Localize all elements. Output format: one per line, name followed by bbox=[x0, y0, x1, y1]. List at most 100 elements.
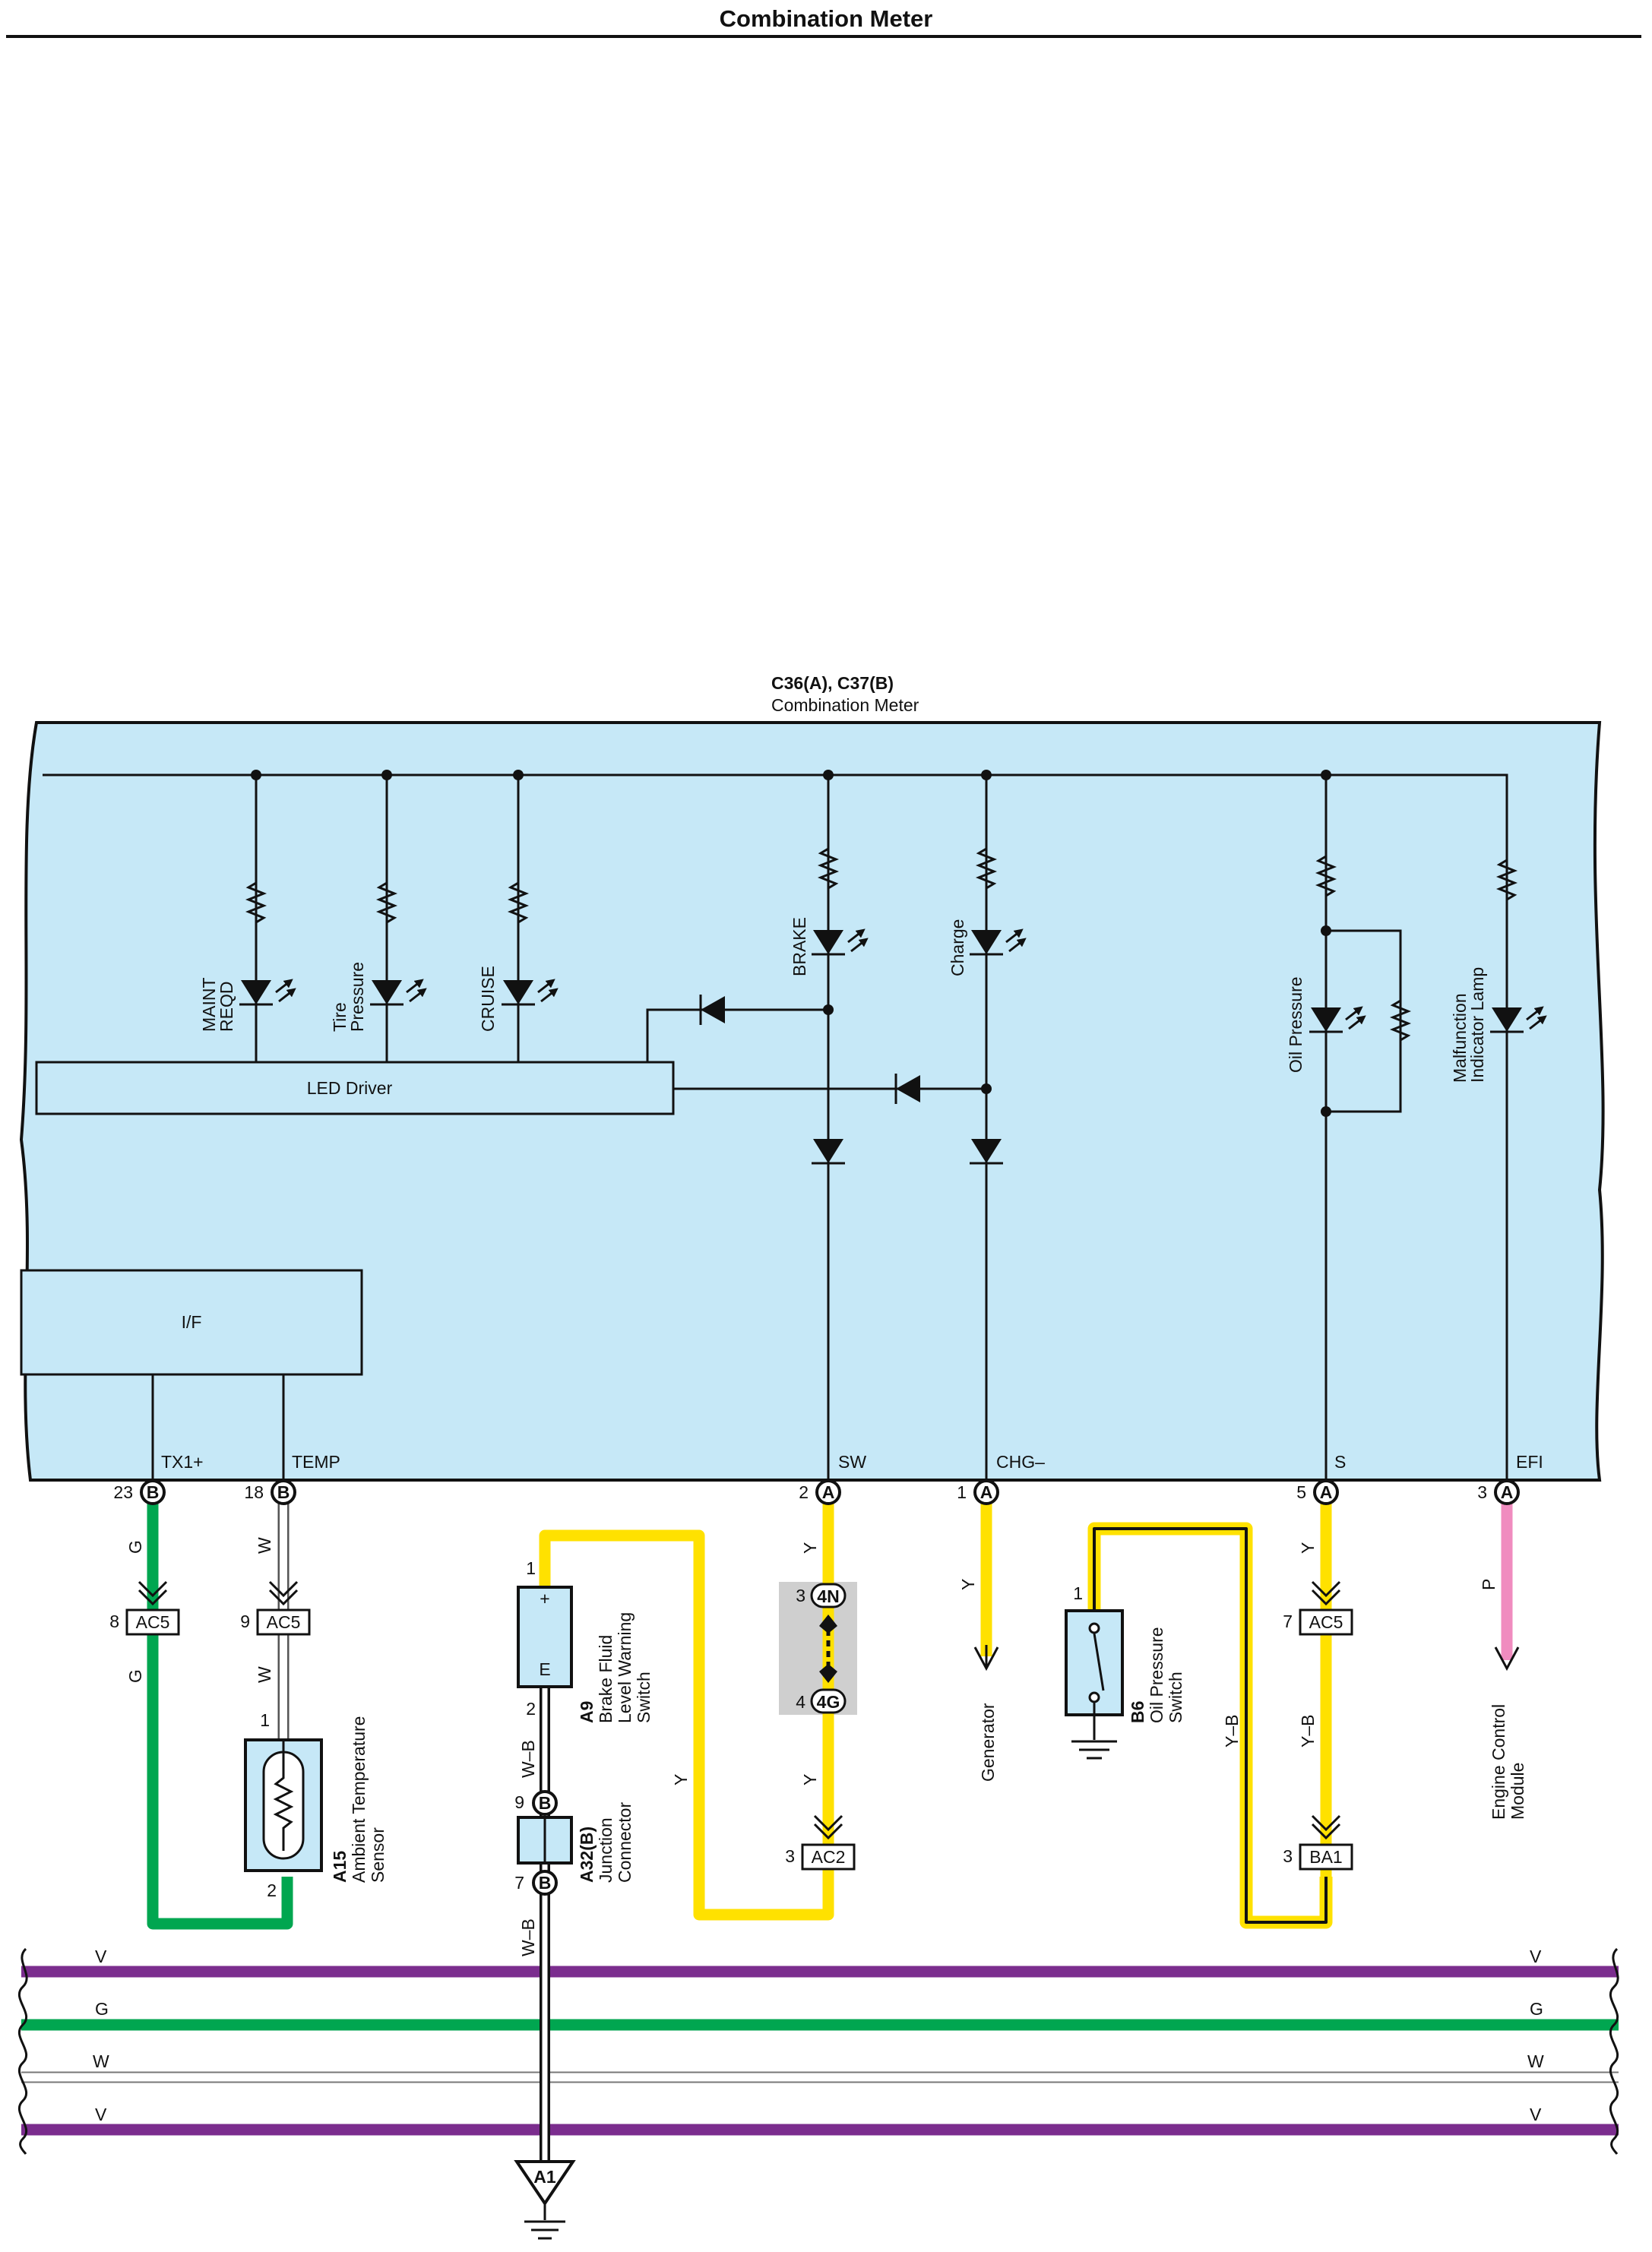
diode-icon bbox=[812, 1139, 845, 1165]
brake-led-icon bbox=[812, 928, 869, 956]
svg-text:3: 3 bbox=[785, 1846, 795, 1866]
svg-text:4: 4 bbox=[796, 1692, 805, 1712]
svg-text:A: A bbox=[1501, 1482, 1514, 1502]
svg-text:9: 9 bbox=[514, 1792, 524, 1812]
oil-led-icon bbox=[1309, 1006, 1366, 1033]
wire-label: W bbox=[255, 1537, 274, 1554]
diode-icon bbox=[970, 1139, 1003, 1165]
junction-dot bbox=[1321, 770, 1331, 780]
maint-label-2: REQD bbox=[217, 982, 236, 1032]
svg-text:Oil Pressure: Oil Pressure bbox=[1147, 1627, 1166, 1723]
junction-dot bbox=[823, 1004, 834, 1015]
svg-text:1: 1 bbox=[957, 1482, 967, 1502]
diode-icon bbox=[894, 1074, 920, 1104]
svg-text:BA1: BA1 bbox=[1309, 1847, 1342, 1867]
tire-led-icon bbox=[370, 979, 427, 1006]
charge-led-icon bbox=[970, 928, 1027, 956]
generator-label: Generator bbox=[978, 1703, 998, 1782]
svg-text:A: A bbox=[1320, 1482, 1333, 1502]
led-driver-label: LED Driver bbox=[307, 1078, 393, 1098]
svg-text:2: 2 bbox=[526, 1699, 536, 1719]
svg-text:5: 5 bbox=[1296, 1482, 1306, 1502]
svg-text:AC5: AC5 bbox=[136, 1612, 170, 1632]
break-mark-left bbox=[17, 1947, 28, 2155]
junction-dot bbox=[251, 770, 261, 780]
svg-text:1: 1 bbox=[1073, 1583, 1083, 1603]
wire-label: Y bbox=[671, 1774, 691, 1785]
terminal-temp: TEMP bbox=[292, 1452, 340, 1472]
svg-text:Ambient Temperature: Ambient Temperature bbox=[349, 1716, 369, 1883]
svg-text:E: E bbox=[539, 1659, 550, 1679]
maint-label-1: MAINT bbox=[199, 977, 219, 1032]
svg-text:A9: A9 bbox=[577, 1701, 597, 1723]
junction-dot bbox=[1321, 1106, 1331, 1117]
cruise-led-icon bbox=[502, 979, 559, 1006]
wire-label: W bbox=[255, 1666, 274, 1683]
svg-text:B: B bbox=[147, 1482, 160, 1502]
meter-internal-bus bbox=[43, 773, 1508, 865]
wire-g-tx1 bbox=[147, 1498, 293, 1930]
resistor-icon bbox=[507, 874, 530, 935]
a9-brake-fluid-switch: 1 + E 2 A9 Brake Fluid Level Warning Swi… bbox=[517, 1558, 654, 1723]
diode-icon bbox=[699, 995, 725, 1025]
svg-text:+: + bbox=[540, 1589, 549, 1608]
svg-text:B: B bbox=[539, 1873, 552, 1893]
pin-temp: 18 B bbox=[244, 1479, 296, 1505]
svg-text:Brake Fluid: Brake Fluid bbox=[596, 1635, 616, 1723]
resistor-icon bbox=[975, 840, 998, 900]
svg-text:1: 1 bbox=[260, 1710, 270, 1730]
terminal-sw: SW bbox=[838, 1452, 866, 1472]
cruise-label: CRUISE bbox=[478, 966, 498, 1032]
resistor-icon bbox=[1495, 851, 1518, 912]
bus-label-right: W bbox=[1527, 2051, 1544, 2071]
bus-label-left: V bbox=[95, 1947, 107, 1966]
break-mark-right bbox=[1609, 1947, 1619, 2155]
svg-text:B: B bbox=[277, 1482, 290, 1502]
svg-text:3: 3 bbox=[1283, 1846, 1293, 1866]
page-title: Combination Meter bbox=[720, 5, 933, 32]
junction-ac5-w: 9 AC5 bbox=[240, 1580, 311, 1636]
junction-dot bbox=[981, 1083, 992, 1094]
svg-text:7: 7 bbox=[514, 1873, 524, 1893]
meter-name: Combination Meter bbox=[771, 695, 919, 715]
bus-label-right: V bbox=[1530, 1947, 1542, 1966]
driver-feed-brake bbox=[646, 1008, 828, 1062]
ground-icon bbox=[1071, 1740, 1117, 1760]
svg-text:B: B bbox=[539, 1793, 552, 1813]
junction-dot bbox=[823, 770, 834, 780]
svg-text:18: 18 bbox=[244, 1482, 264, 1502]
oil-label: Oil Pressure bbox=[1286, 976, 1305, 1073]
led-driver-block bbox=[35, 1061, 675, 1115]
svg-text:9: 9 bbox=[240, 1612, 250, 1631]
wire-label: G bbox=[125, 1669, 145, 1683]
svg-text:Sensor: Sensor bbox=[368, 1827, 388, 1883]
svg-text:Switch: Switch bbox=[1166, 1672, 1185, 1723]
inline-connector-4n-4g: 3 4N 4 4G bbox=[779, 1582, 857, 1715]
terminal-chg: CHG– bbox=[996, 1452, 1045, 1472]
svg-text:23: 23 bbox=[113, 1482, 133, 1502]
svg-text:AC5: AC5 bbox=[1309, 1612, 1343, 1632]
junction-dot bbox=[981, 770, 992, 780]
resistor-icon bbox=[375, 874, 398, 935]
wire-label: Y bbox=[1298, 1542, 1318, 1554]
mil-label-2: Indicator Lamp bbox=[1467, 967, 1487, 1083]
terminal-s: S bbox=[1334, 1452, 1346, 1472]
svg-text:Connector: Connector bbox=[615, 1802, 635, 1883]
interface-block bbox=[20, 1269, 363, 1376]
junction-ac2: 3 AC2 bbox=[785, 1814, 856, 1871]
pin-chg: 1 A bbox=[957, 1479, 999, 1505]
bus-label-right: G bbox=[1530, 1999, 1543, 2019]
ecm-label-1: Engine Control bbox=[1489, 1704, 1508, 1820]
terminal-tx1: TX1+ bbox=[161, 1452, 204, 1472]
junction-dot bbox=[513, 770, 524, 780]
svg-text:AC5: AC5 bbox=[267, 1612, 301, 1632]
svg-text:Level Warning: Level Warning bbox=[615, 1612, 635, 1723]
svg-text:2: 2 bbox=[799, 1482, 809, 1502]
wire-label: Y bbox=[800, 1774, 820, 1785]
svg-text:A32(B): A32(B) bbox=[577, 1827, 597, 1883]
junction-dot bbox=[1321, 925, 1331, 936]
resistor-icon bbox=[1389, 992, 1412, 1052]
junction-ba1: 3 BA1 bbox=[1283, 1814, 1353, 1871]
svg-text:Switch: Switch bbox=[634, 1672, 654, 1723]
